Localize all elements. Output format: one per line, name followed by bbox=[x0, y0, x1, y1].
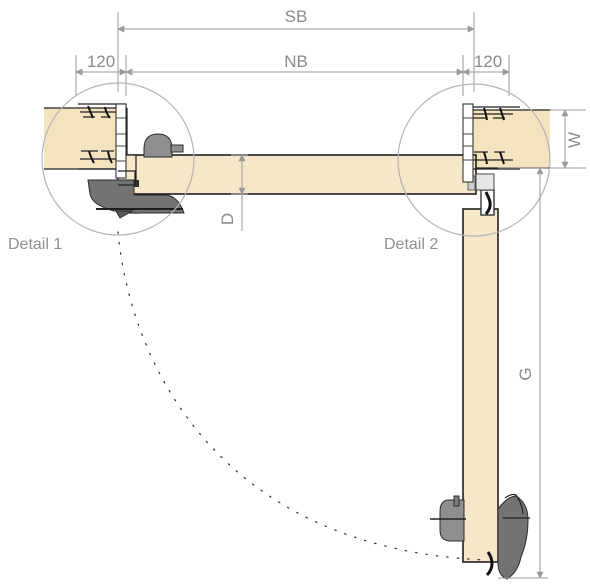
open-door-hardware bbox=[430, 493, 530, 580]
open-door-panel bbox=[462, 208, 499, 563]
nb-label: NB bbox=[284, 52, 308, 71]
open-door-knob-left bbox=[439, 499, 465, 542]
detail-1-label: Detail 1 bbox=[8, 236, 62, 253]
open-door-handle-top-detail bbox=[504, 493, 524, 515]
dimensions-top: SB 120 NB 120 bbox=[75, 7, 510, 96]
height-dimension: G bbox=[498, 167, 548, 579]
detail-2-label: Detail 2 bbox=[384, 236, 438, 253]
closed-door-panel bbox=[117, 154, 477, 195]
right-120-label: 120 bbox=[474, 52, 502, 71]
detail-1-inner-lines bbox=[78, 103, 136, 186]
detail-1-group: Detail 1 bbox=[8, 82, 195, 253]
bottom-closer-bracket bbox=[115, 210, 134, 219]
open-door-knob-stem bbox=[453, 495, 460, 507]
detail-2-group: Detail 2 bbox=[384, 83, 551, 253]
detail-2-circle bbox=[397, 83, 551, 237]
open-door-top-hinge bbox=[484, 191, 492, 215]
d-label: D bbox=[218, 213, 237, 225]
top-handle-connector bbox=[170, 144, 184, 153]
open-door-handle-body bbox=[497, 495, 529, 580]
detail-1-circle bbox=[41, 82, 195, 236]
sb-label: SB bbox=[285, 7, 308, 26]
w-label: W bbox=[565, 132, 584, 148]
open-door-leaf bbox=[462, 189, 499, 577]
top-handle-knob bbox=[143, 133, 173, 158]
closed-door-leaf bbox=[117, 154, 483, 195]
open-door-bottom-hinge bbox=[485, 551, 494, 577]
door-swing-arc bbox=[117, 231, 486, 561]
thickness-dimensions: W D bbox=[218, 109, 586, 231]
left-120-label: 120 bbox=[87, 52, 115, 71]
detail-2-inner-lines bbox=[462, 103, 520, 191]
g-label: G bbox=[516, 367, 535, 380]
closed-door-hardware bbox=[87, 133, 185, 219]
